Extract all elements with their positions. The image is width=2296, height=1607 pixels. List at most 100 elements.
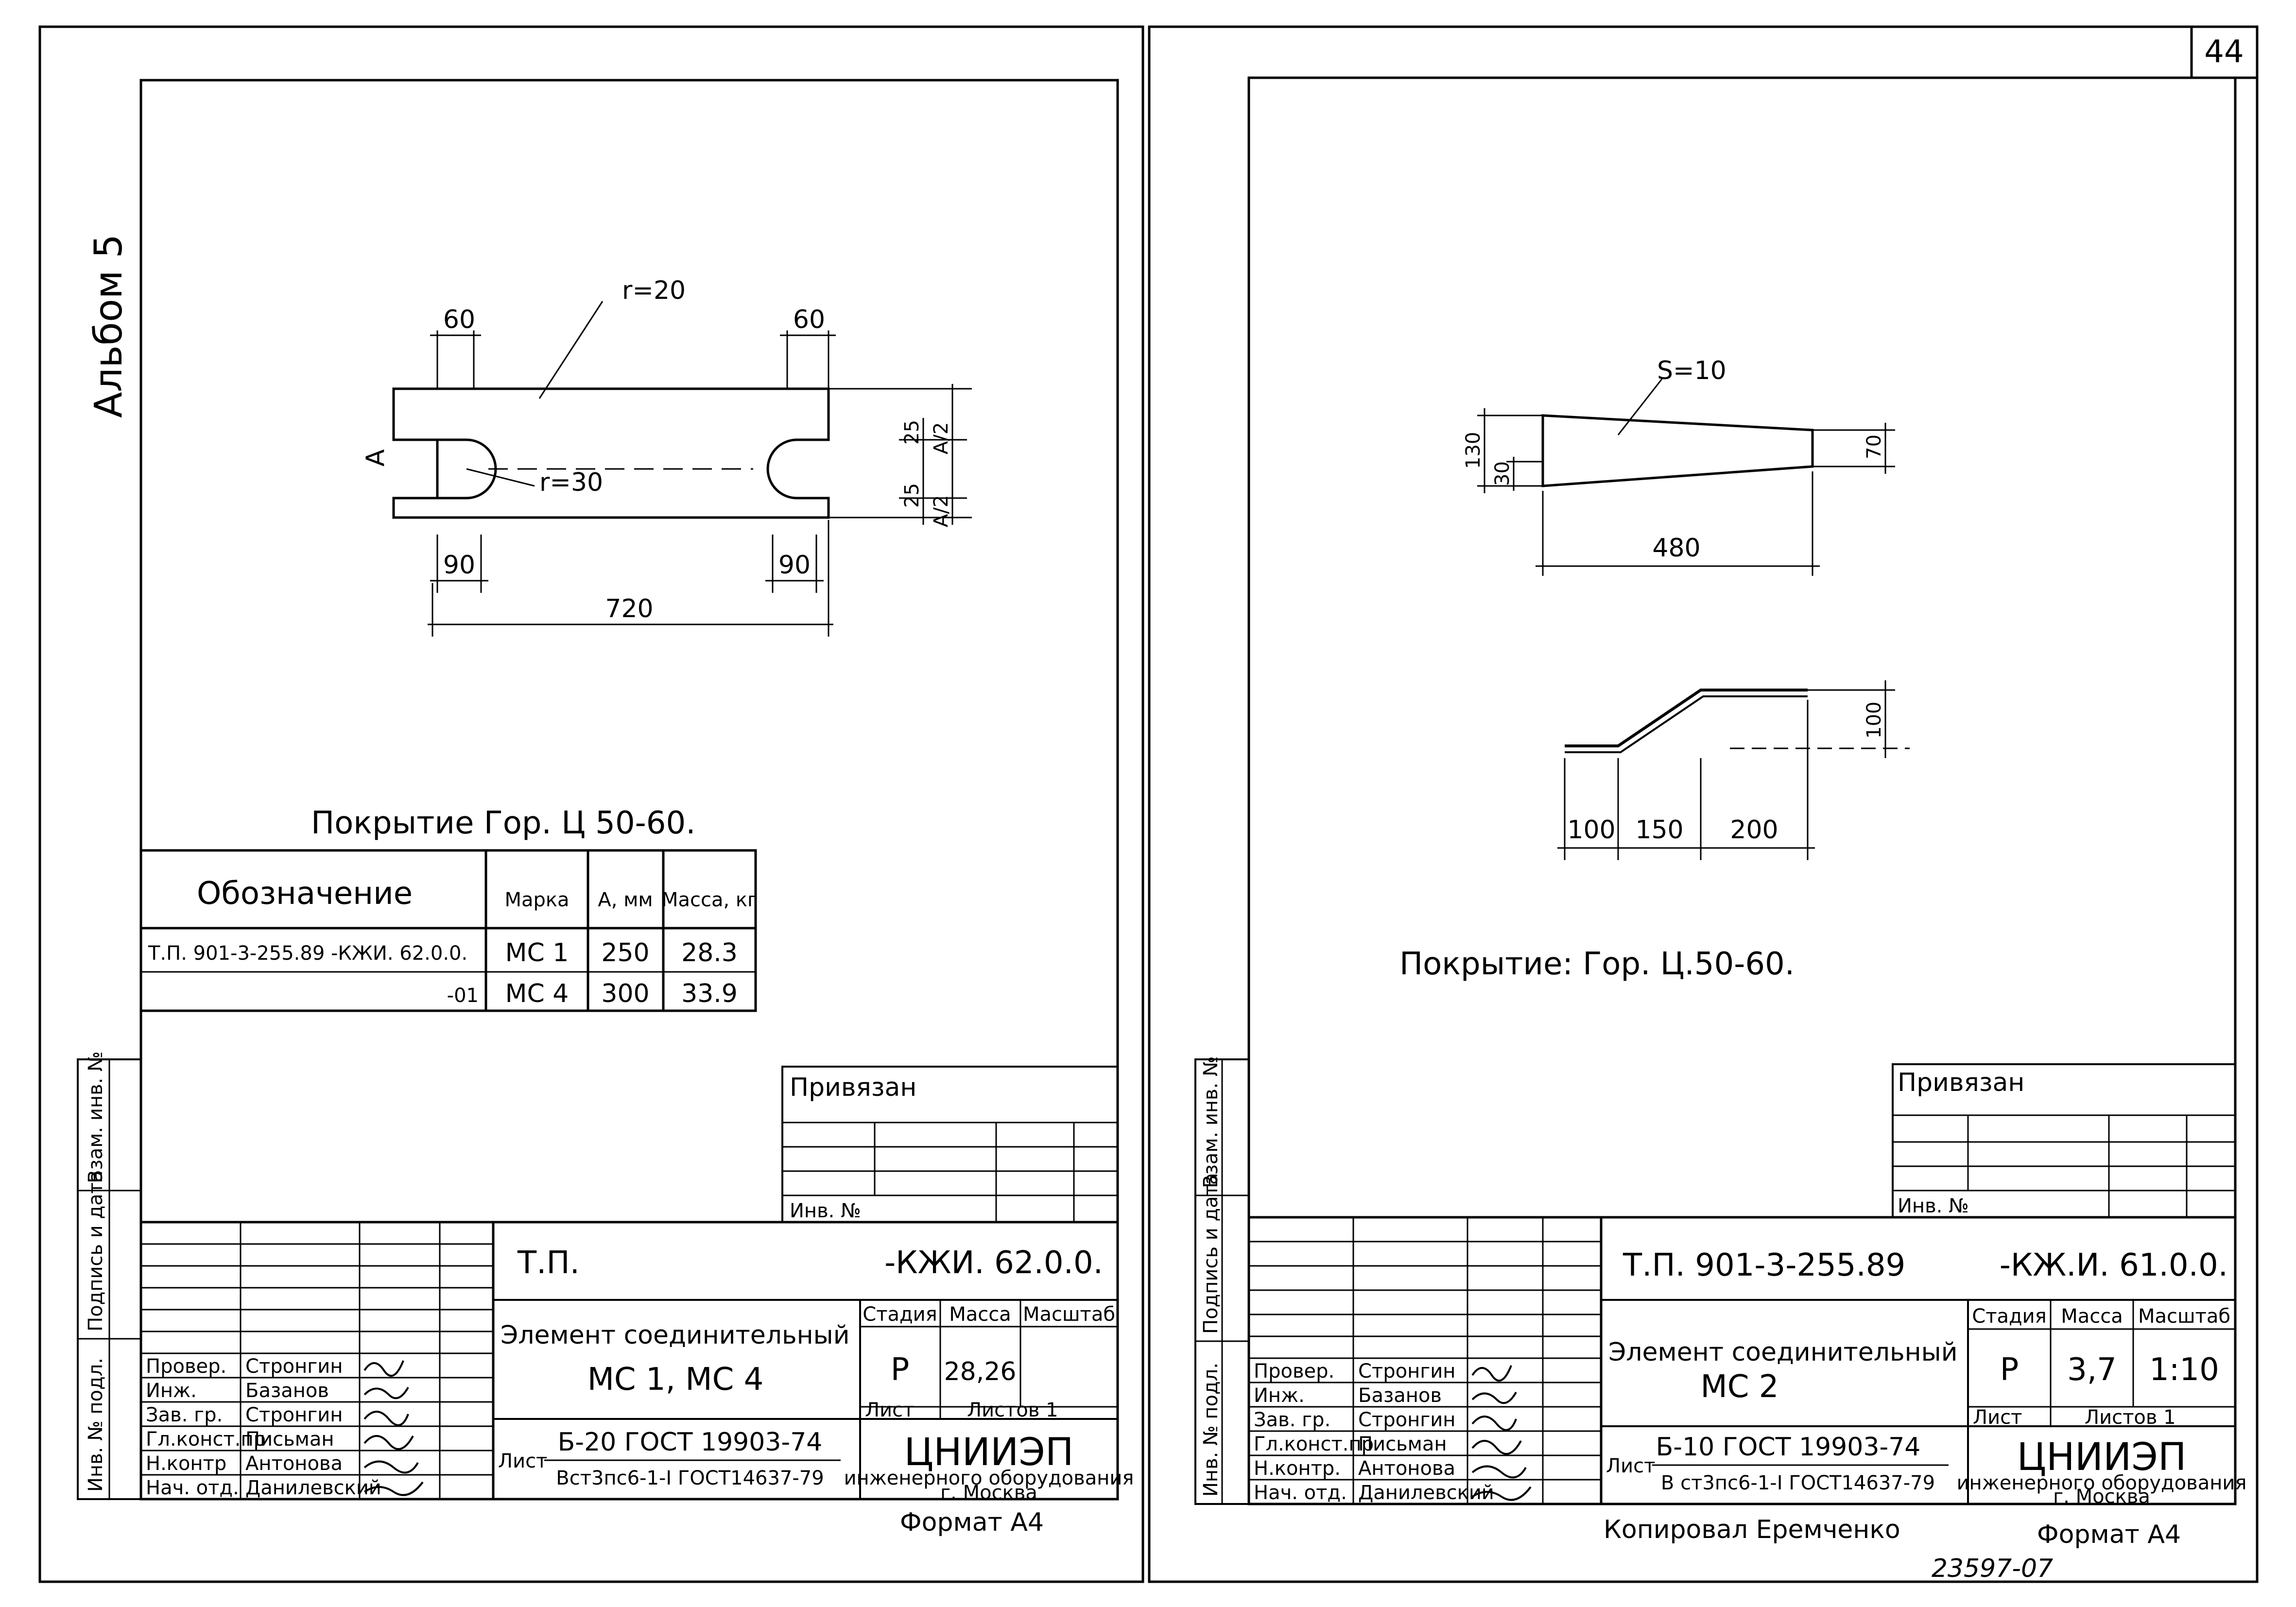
right-material-line2: В ст3пс6-1-I ГОСТ14637-79 [1661, 1472, 1935, 1494]
right-org-line2: инженерного оборудования [1957, 1472, 2247, 1494]
left-privyazan: Привязан Инв. № [781, 1066, 1119, 1223]
dim-60-left: 60 [443, 305, 475, 334]
right-name-1: Стронгин [1358, 1360, 1455, 1382]
left-code: -КЖИ. 62.0.0. [884, 1245, 1103, 1281]
left-title-block: Провер. Инж. Зав. гр. Гл.конст.пр Н.конт… [139, 1221, 1134, 1504]
th-a: А, мм [598, 889, 653, 911]
dim-25-top: 25 [901, 420, 923, 445]
right-inv-no: Инв. № [1898, 1195, 1969, 1217]
right-sheet-label: Лист [1973, 1406, 2022, 1429]
right-side-label-sign: Подпись и дата [1200, 1173, 1222, 1334]
left-side-strip: Инв. № подл. Подпись и дата Взам. инв. № [77, 1051, 142, 1500]
dim-720: 720 [605, 594, 653, 623]
right-name-line1: Элемент соединительный [1608, 1338, 1958, 1367]
td-r1-mass: 28.3 [681, 938, 738, 968]
right-side-label-inv: Инв. № подл. [1200, 1363, 1222, 1497]
dim-150: 150 [1635, 815, 1683, 845]
right-role-3: Зав. гр. [1254, 1409, 1330, 1431]
dim-200: 200 [1730, 815, 1778, 845]
copied-by: Копировал Еремченко [1604, 1515, 1900, 1544]
right-name-2: Базанов [1358, 1384, 1442, 1407]
right-stage-header: Стадия [1972, 1305, 2046, 1328]
dim-30: 30 [1491, 461, 1514, 486]
dim-480: 480 [1652, 534, 1700, 563]
dim-100-vertical: 100 [1863, 702, 1885, 739]
right-role-5: Н.контр. [1254, 1457, 1341, 1480]
right-name-6: Данилевский [1358, 1482, 1494, 1504]
left-name-line1: Элемент соединительный [501, 1321, 850, 1350]
right-signatures [1471, 1365, 1532, 1501]
left-material-prefix: Лист [498, 1450, 547, 1472]
left-sheets-label: Листов 1 [967, 1399, 1058, 1421]
right-org-line3: г. Москва [2053, 1486, 2150, 1508]
plate-outline [392, 387, 830, 519]
left-material-line1: Б-20 ГОСТ 19903-74 [558, 1428, 823, 1457]
left-mass: 28,26 [944, 1357, 1017, 1386]
td-r1-a: 250 [601, 938, 649, 968]
right-drawing: S=10 130 30 70 480 [1462, 356, 1895, 576]
dim-A: A [361, 449, 390, 467]
right-project: Т.П. 901-3-255.89 [1623, 1247, 1905, 1283]
left-material-line2: Вст3пс6-1-I ГОСТ14637-79 [556, 1467, 824, 1489]
right-role-6: Нач. отд. [1254, 1482, 1347, 1504]
left-name-1: Стронгин [245, 1355, 343, 1378]
left-scale-header: Масштаб [1023, 1303, 1115, 1326]
right-scale-header: Масштаб [2138, 1305, 2230, 1328]
thickness-label: S=10 [1657, 356, 1726, 385]
left-name-4: Письман [245, 1428, 334, 1451]
dim-25-bottom: 25 [901, 483, 923, 508]
left-org-name: ЦНИИЭП [904, 1431, 1073, 1474]
left-stage-header: Стадия [863, 1303, 937, 1326]
right-side-label-vzam: Взам. инв. № [1200, 1056, 1222, 1188]
td-r2-a: 300 [601, 979, 649, 1008]
td-r1-mark: МС 1 [505, 938, 569, 968]
dim-90-right: 90 [778, 551, 811, 580]
left-org-line3: г. Москва [940, 1482, 1037, 1504]
left-sheet-label: Лист [865, 1399, 914, 1421]
right-name-5: Антонова [1358, 1457, 1455, 1480]
right-org-name: ЦНИИЭП [2017, 1435, 2186, 1479]
left-role-6: Нач. отд. [146, 1477, 239, 1499]
right-material-line1: Б-10 ГОСТ 19903-74 [1656, 1433, 1921, 1462]
page-number: 44 [2204, 34, 2244, 70]
tapered-plate [1541, 414, 1814, 487]
left-coating: Покрытие Гор. Ц 50-60. [311, 805, 696, 841]
right-role-2: Инж. [1254, 1384, 1305, 1407]
td-r2-designation: -01 [447, 985, 479, 1007]
right-privyazan-label: Привязан [1898, 1068, 2024, 1097]
left-signatures [363, 1360, 424, 1496]
left-outer-frame [38, 25, 1144, 1583]
td-r2-mass: 33.9 [681, 979, 738, 1008]
right-side-strip: Инв. № подл. Подпись и дата Взам. инв. № [1194, 1056, 1250, 1505]
left-name-5: Антонова [245, 1452, 343, 1475]
right-privyazan: Привязан Инв. № [1892, 1063, 2236, 1218]
right-side-view: 100 100 150 200 [1557, 680, 1910, 860]
dim-A2-top: A/2 [930, 422, 952, 454]
right-coating: Покрытие: Гор. Ц.50-60. [1399, 946, 1795, 982]
left-inv-no: Инв. № [790, 1200, 861, 1222]
left-role-3: Зав. гр. [146, 1404, 223, 1426]
right-material-prefix: Лист [1606, 1455, 1655, 1477]
dim-60-right: 60 [793, 305, 825, 334]
right-code: -КЖ.И. 61.0.0. [2000, 1247, 2228, 1283]
left-format: Формат А4 [900, 1508, 1044, 1537]
right-role-4: Гл.конст.пр [1254, 1433, 1374, 1455]
left-stage: Р [891, 1352, 910, 1388]
td-r1-designation: Т.П. 901-3-255.89 -КЖИ. 62.0.0. [148, 942, 467, 965]
side-label-inv: Инв. № подл. [85, 1358, 107, 1492]
side-label-sign: Подпись и дата [85, 1171, 107, 1331]
td-r2-mark: МС 4 [505, 979, 569, 1008]
right-mass-header: Масса [2061, 1305, 2123, 1328]
spec-table: Обозначение Марка А, мм Масса, кг Т.П. 9… [139, 849, 758, 1012]
left-role-2: Инж. [146, 1380, 197, 1402]
left-mass-header: Масса [949, 1303, 1011, 1326]
left-name-line2: МС 1, МС 4 [587, 1362, 764, 1398]
right-sheets-label: Листов 1 [2085, 1406, 2176, 1429]
dim-130: 130 [1462, 432, 1485, 469]
bent-plate [1565, 689, 1808, 747]
right-title-block: Провер. Инж. Зав. гр. Гл.конст.пр Н.конт… [1247, 1216, 2247, 1508]
stamp-number: 23597-07 [1932, 1554, 2053, 1583]
radius-top: r=20 [622, 276, 686, 305]
right-mass: 3,7 [2067, 1352, 2117, 1388]
